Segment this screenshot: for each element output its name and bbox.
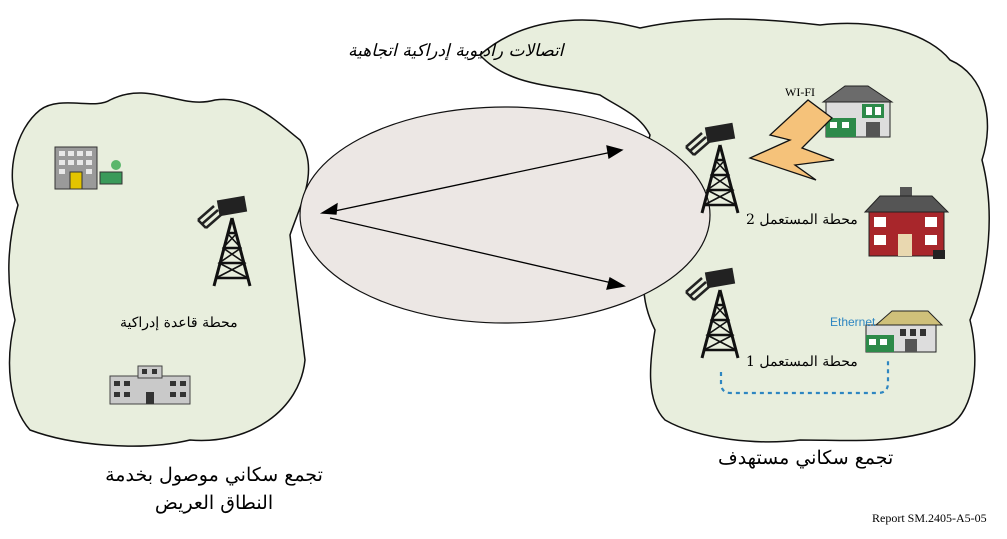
report-reference: Report SM.2405-A5-05 (872, 511, 987, 525)
ethernet-house-icon (865, 310, 944, 353)
wifi-lightning-icon (748, 99, 835, 181)
ethernet-label: Ethernet (830, 315, 876, 329)
wifi-house-icon (821, 85, 894, 138)
red-house-icon (863, 187, 950, 259)
cognitive-link-ellipse (299, 106, 711, 324)
cognitive-link-label: اتصالات راديوية إدراكية اتجاهية (348, 41, 564, 61)
served-community-line2: النطاق العريض (154, 491, 274, 514)
served-community-line1: تجمع سكاني موصول بخدمة (105, 464, 323, 486)
school-building-icon (109, 365, 191, 405)
office-building-icon (54, 146, 123, 190)
target-community-caption: تجمع سكاني مستهدف (718, 447, 894, 469)
base-station-label: محطة قاعدة إدراكية (120, 315, 238, 331)
wifi-label: WI-FI (785, 85, 815, 99)
ethernet-cable (719, 360, 890, 395)
user-station-2-label: محطة المستعمل 2 (746, 212, 858, 228)
served-community-caption: تجمع سكاني موصول بخدمة النطاق العريض (105, 462, 323, 517)
user-station-1-label: محطة المستعمل 1 (746, 354, 858, 370)
link-arrows (319, 145, 626, 290)
